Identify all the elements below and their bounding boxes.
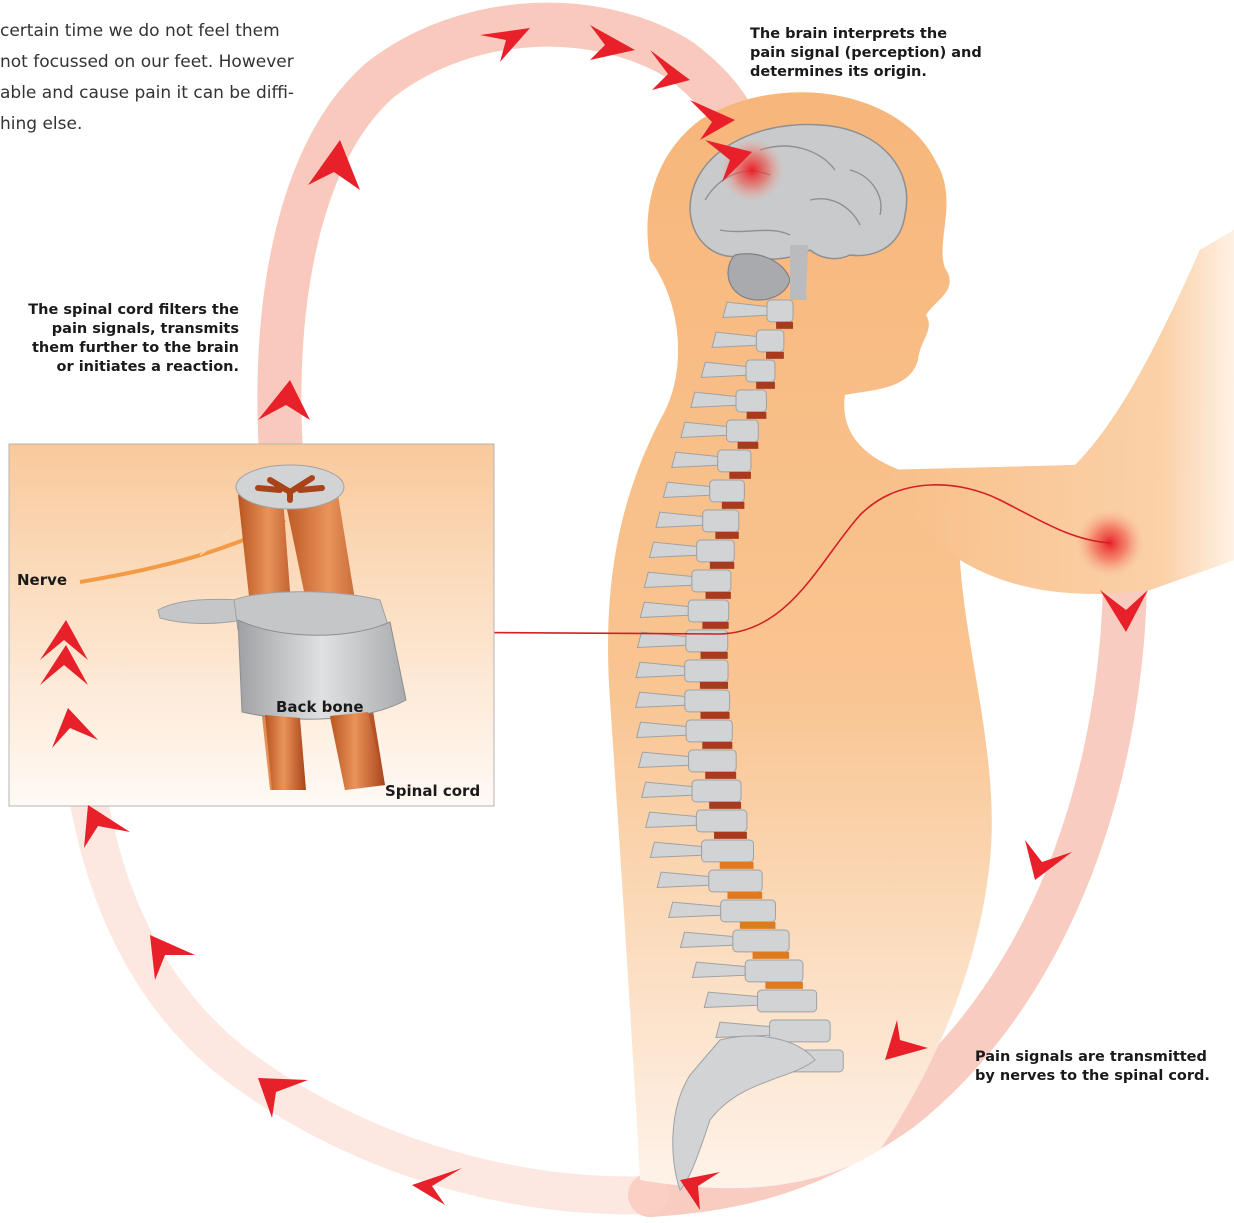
intervertebral-disc: [753, 952, 790, 959]
spinal-cord-label: Spinal cord: [385, 782, 480, 800]
intervertebral-disc: [756, 382, 775, 389]
intervertebral-disc: [715, 532, 738, 539]
back-bone-label: Back bone: [276, 698, 364, 716]
intro-paragraph: certain time we do not feel them not foc…: [0, 16, 350, 140]
intervertebral-disc: [700, 682, 728, 689]
vertebra-body: [686, 720, 732, 742]
vertebra-body: [733, 930, 789, 952]
caption-line: or initiates a reaction.: [7, 358, 239, 377]
intervertebral-disc: [705, 772, 736, 779]
vertebra-body: [770, 1020, 831, 1042]
intervertebral-disc: [729, 472, 751, 479]
vertebra-body: [688, 600, 728, 622]
intervertebral-disc: [747, 412, 767, 419]
intervertebral-disc: [701, 712, 730, 719]
vertebra-body: [703, 510, 739, 532]
spinal-cord-inset: [9, 444, 494, 806]
intro-line: not focussed on our feet. However: [0, 47, 350, 78]
caption-line: Pain signals are transmitted: [975, 1048, 1210, 1067]
vertebra-body: [758, 990, 817, 1012]
caption-line: by nerves to the spinal cord.: [975, 1067, 1210, 1086]
intervertebral-disc: [740, 922, 776, 929]
vertebra-body: [745, 960, 803, 982]
vertebra-body: [689, 750, 737, 772]
vertebra-body: [736, 390, 766, 412]
intervertebral-disc: [776, 322, 793, 329]
vertebra-body: [721, 900, 776, 922]
brain-caption: The brain interprets the pain signal (pe…: [750, 25, 982, 82]
nerve-label: Nerve: [17, 571, 67, 589]
caption-line: The brain interprets the: [750, 25, 982, 44]
intervertebral-disc: [709, 802, 741, 809]
vertebra-body: [697, 540, 735, 562]
vertebra-body: [685, 690, 730, 712]
vertebra-body: [767, 300, 793, 322]
intro-line: hing else.: [0, 109, 350, 140]
intro-line: able and cause pain it can be diffi-: [0, 78, 350, 109]
caption-line: pain signal (perception) and: [750, 44, 982, 63]
vertebra-body: [718, 450, 751, 472]
vertebra-body: [696, 810, 746, 832]
caption-line: The spinal cord filters the: [7, 301, 239, 320]
vertebra-body: [702, 840, 754, 862]
intervertebral-disc: [727, 892, 762, 899]
intervertebral-disc: [706, 592, 731, 599]
pain-signal-caption: Pain signals are transmitted by nerves t…: [975, 1048, 1210, 1086]
vertebra-body: [727, 420, 759, 442]
intervertebral-disc: [710, 562, 734, 569]
vertebra-body: [709, 870, 762, 892]
intervertebral-disc: [738, 442, 759, 449]
vertebra-body: [685, 660, 728, 682]
intervertebral-disc: [766, 352, 784, 359]
vertebra-body: [710, 480, 745, 502]
intervertebral-disc: [765, 982, 802, 989]
intervertebral-disc: [720, 862, 754, 869]
vertebra-body: [692, 570, 731, 592]
spinal-cord-caption: The spinal cord filters the pain signals…: [7, 301, 239, 377]
intro-line: certain time we do not feel them: [0, 16, 350, 47]
caption-line: pain signals, transmits: [7, 320, 239, 339]
intervertebral-disc: [702, 742, 732, 749]
vertebra-body: [746, 360, 775, 382]
vertebra-body: [756, 330, 783, 352]
brain-stem: [790, 245, 808, 300]
intervertebral-disc: [702, 622, 728, 629]
vertebra-body: [692, 780, 741, 802]
caption-line: them further to the brain: [7, 339, 239, 358]
intervertebral-disc: [701, 652, 728, 659]
intervertebral-disc: [722, 502, 745, 509]
intervertebral-disc: [714, 832, 747, 839]
caption-line: determines its origin.: [750, 63, 982, 82]
